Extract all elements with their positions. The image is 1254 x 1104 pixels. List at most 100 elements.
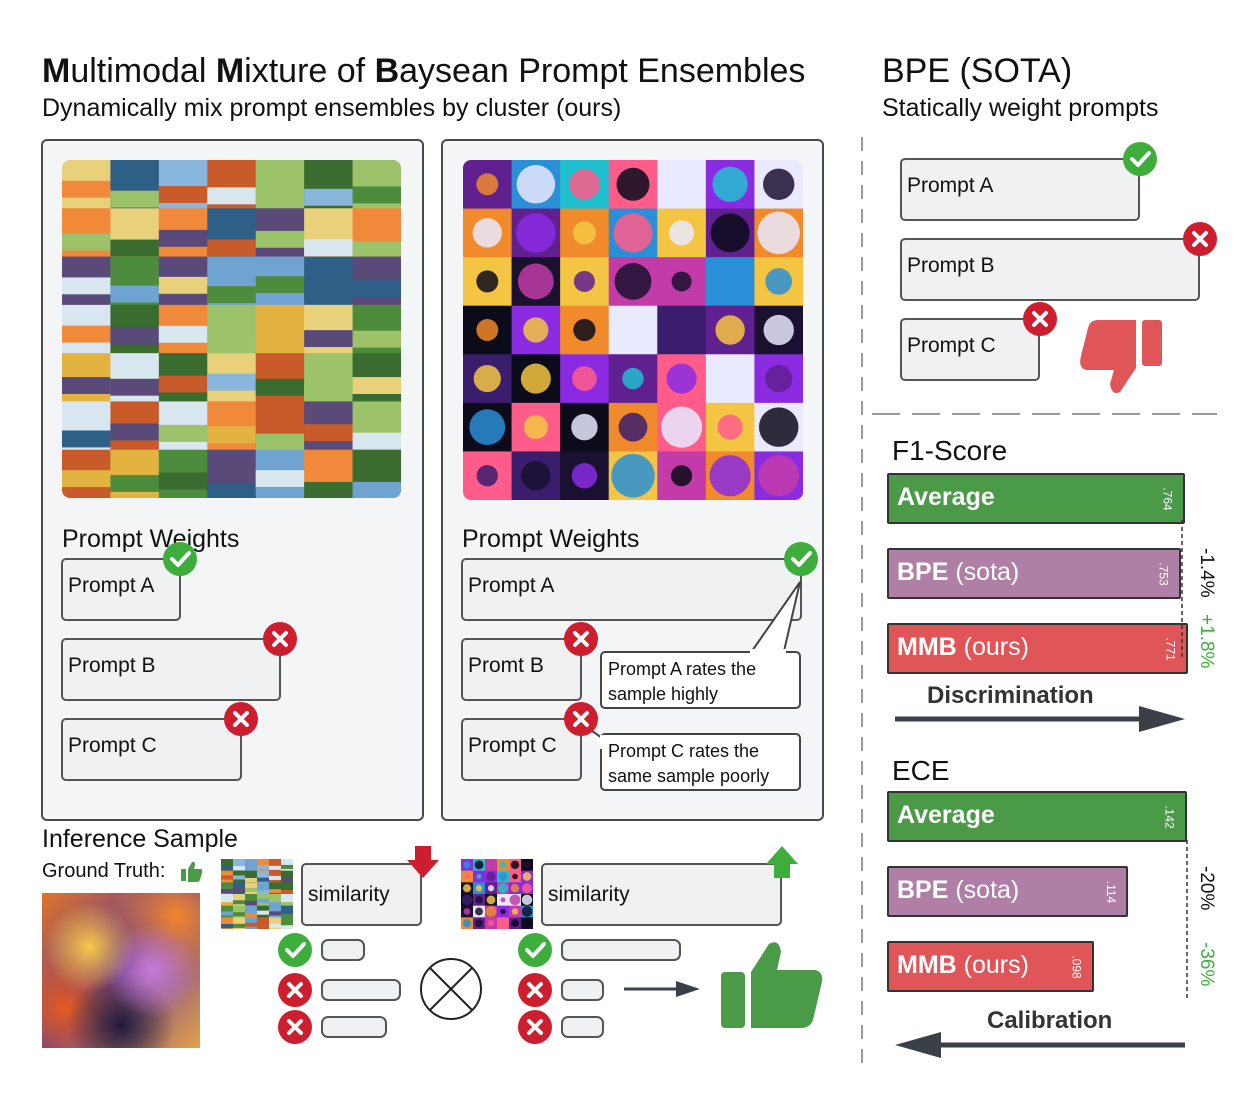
cross-icon <box>516 1008 554 1046</box>
bar-label-bold: Average <box>897 483 995 511</box>
ece-annotation-bpe: -20% <box>1196 866 1217 911</box>
weight-pill <box>321 1016 387 1038</box>
bar-label: BPE (sota) <box>897 558 1019 587</box>
cross-icon <box>276 1008 314 1046</box>
left-weights-title: Prompt Weights <box>62 525 240 553</box>
bar-label: BPE (sota) <box>897 876 1019 905</box>
left-mini-mosaic <box>221 859 293 929</box>
similarity-left: similarity <box>301 863 422 926</box>
main-subtitle: Dynamically mix prompt ensembles by clus… <box>42 94 622 122</box>
ece-chart-title: ECE <box>892 755 950 786</box>
bar-label-rest: (sota) <box>948 558 1020 586</box>
left-prompt-a: Prompt A <box>61 558 181 621</box>
inference-sample-image <box>42 893 200 1048</box>
f1-annotation-mmb: +1.8% <box>1196 614 1217 669</box>
main-title-part: ultimodal <box>70 52 216 90</box>
bar-label: Average <box>897 483 995 512</box>
arrow-down-icon <box>407 846 439 878</box>
main-title-part: ixture of <box>244 52 375 90</box>
thumb-up-large-icon <box>721 942 823 1028</box>
arrow-right-icon <box>895 706 1185 732</box>
bar-label-rest: (ours) <box>956 633 1029 661</box>
bar-value-label: .764 <box>1160 486 1175 511</box>
bpe-subtitle: Statically weight prompts <box>882 94 1159 122</box>
f1-guide-line <box>1181 520 1183 660</box>
bar-label: Average <box>897 801 995 830</box>
cross-icon <box>222 700 260 738</box>
right-prompt-a: Prompt A <box>461 558 802 621</box>
bpe-prompt-b: Prompt B <box>900 238 1200 301</box>
bar: MMB (ours) .098 <box>887 941 1094 992</box>
bpe-prompt-a: Prompt A <box>900 158 1140 221</box>
bar-label-bold: MMB <box>897 633 957 661</box>
cross-icon <box>1021 300 1059 338</box>
bar-label: MMB (ours) <box>897 951 1029 980</box>
otimes-operator-icon <box>420 958 482 1020</box>
bar: Average .764 <box>887 473 1185 524</box>
bar-value-label: .098 <box>1069 954 1084 979</box>
ece-axis-label: Calibration <box>987 1007 1113 1034</box>
callout-prompt-a: Prompt A rates the sample highly <box>600 651 801 709</box>
check-icon <box>276 931 314 969</box>
right-weights-title: Prompt Weights <box>462 525 640 553</box>
result-arrow-icon <box>624 981 700 997</box>
left-prompt-c: Prompt C <box>61 718 242 781</box>
f1-annotation-bpe: -1.4% <box>1196 548 1217 598</box>
weight-pill <box>321 979 401 1001</box>
main-title-part: aysean Prompt Ensembles <box>399 52 806 90</box>
bar-label-bold: Average <box>897 801 995 829</box>
ece-guide-line <box>1186 840 1188 1000</box>
inference-title: Inference Sample <box>42 825 238 853</box>
ece-annotation-mmb: -36% <box>1196 942 1217 987</box>
check-icon <box>782 540 820 578</box>
bar-value-label: .114 <box>1103 880 1118 903</box>
right-mini-mosaic <box>461 859 533 929</box>
right-prompt-b: Promt B <box>461 638 582 701</box>
callout-pointer <box>592 581 801 727</box>
arrow-left-icon <box>895 1032 1185 1058</box>
main-title-part: M <box>215 52 245 90</box>
weight-pill <box>321 939 365 961</box>
cross-icon <box>562 620 600 658</box>
main-title: Multimodal Mixture of Baysean Prompt Ens… <box>42 52 805 91</box>
weight-pill <box>561 1016 604 1038</box>
horizontal-divider <box>872 413 1217 415</box>
f1-chart-title: F1-Score <box>892 435 1008 466</box>
ground-truth-label: Ground Truth: <box>42 860 166 882</box>
bar-value-label: .142 <box>1162 804 1177 829</box>
cross-icon <box>516 971 554 1009</box>
thumb-down-icon <box>1080 320 1162 393</box>
main-title-part: B <box>374 52 400 90</box>
cross-icon <box>562 700 600 738</box>
bar-value-label: .771 <box>1163 636 1178 661</box>
bar-label-rest: (sota) <box>948 876 1020 904</box>
bar-label-bold: BPE <box>897 558 949 586</box>
similarity-right: similarity <box>541 863 782 926</box>
bar: Average .142 <box>887 791 1187 842</box>
bar-label: MMB (ours) <box>897 633 1029 662</box>
cross-icon <box>276 971 314 1009</box>
bar: BPE (sota) .114 <box>887 866 1128 917</box>
right-prompt-c: Prompt C <box>461 718 582 781</box>
weight-pill <box>561 939 681 961</box>
check-icon <box>516 931 554 969</box>
bar-value-label: .753 <box>1156 561 1171 586</box>
thumb-up-icon <box>181 861 203 882</box>
right-cosmic-mosaic <box>463 160 803 500</box>
bar-label-bold: MMB <box>897 951 957 979</box>
f1-axis-label: Discrimination <box>927 682 1094 709</box>
cross-icon <box>261 620 299 658</box>
main-title-part: M <box>42 52 71 90</box>
bpe-title: BPE (SOTA) <box>882 52 1073 90</box>
check-icon <box>1121 140 1159 178</box>
left-prompt-b: Prompt B <box>61 638 281 701</box>
weight-pill <box>561 979 604 1001</box>
bar: MMB (ours) .771 <box>887 623 1188 674</box>
bar: BPE (sota) .753 <box>887 548 1181 599</box>
arrow-up-icon <box>766 846 798 878</box>
callout-prompt-c: Prompt C rates the same sample poorly <box>600 733 801 791</box>
vertical-divider <box>861 137 863 1067</box>
bpe-prompt-c: Prompt C <box>900 318 1040 381</box>
bar-label-bold: BPE <box>897 876 949 904</box>
check-icon <box>161 540 199 578</box>
